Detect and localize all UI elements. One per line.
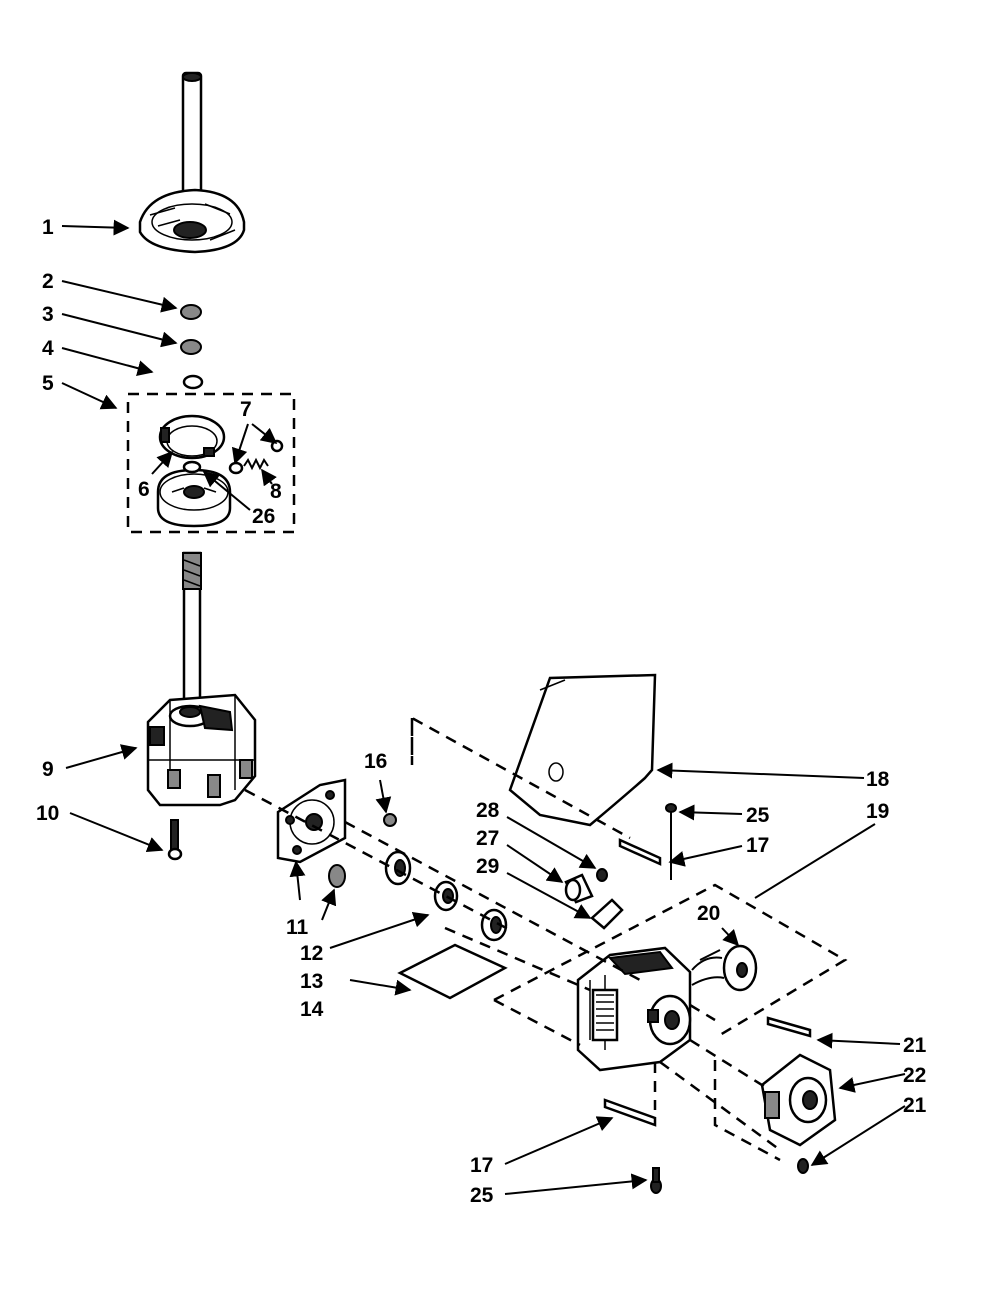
part-27-capacitor [564, 873, 594, 904]
part-25-screw-bottom [650, 1167, 662, 1194]
callout-20: 20 [697, 902, 720, 925]
motor [576, 946, 692, 1072]
callout-28: 28 [476, 799, 500, 822]
callout-13: 13 [300, 970, 323, 993]
part-14-pad [397, 943, 508, 1000]
callout-14: 14 [300, 998, 324, 1021]
part-3-ring [180, 339, 202, 355]
callout-9: 9 [42, 758, 54, 781]
part-8-spring [243, 457, 269, 471]
callout-4: 4 [42, 337, 54, 360]
callout-21-top: 21 [903, 1034, 927, 1057]
part-4-ring [182, 374, 204, 390]
part-5-kit-box [126, 392, 296, 534]
part-28-screw [596, 868, 608, 882]
part-16-nut [383, 813, 397, 827]
part-17-clip-top [618, 838, 662, 866]
callout-27: 27 [476, 827, 499, 850]
part-1-cam [138, 188, 246, 254]
part-9-gearcase [146, 693, 257, 807]
callout-21-bottom: 21 [903, 1094, 927, 1117]
part-17-clip-bottom [603, 1098, 657, 1127]
callout-26: 26 [252, 505, 275, 528]
part-22-pump [760, 1053, 837, 1147]
part-21-clip-bottom [797, 1158, 809, 1174]
part-2-washer [180, 304, 202, 320]
callout-numbers: 1 2 3 4 5 7 6 8 26 9 10 16 11 12 13 14 1… [36, 216, 927, 1207]
lower-shaft [182, 551, 202, 710]
callout-22: 22 [903, 1064, 926, 1087]
part-18-shield [508, 673, 657, 827]
callout-29: 29 [476, 855, 499, 878]
callout-17-top: 17 [746, 834, 769, 857]
callout-18: 18 [866, 768, 890, 791]
callout-5: 5 [42, 372, 54, 395]
part-29-bracket [590, 898, 624, 930]
part-20-switch [691, 944, 758, 992]
callout-10: 10 [36, 802, 59, 825]
callout-17-bottom: 17 [470, 1154, 493, 1177]
part-11-plate [276, 778, 347, 864]
callout-7: 7 [240, 398, 252, 421]
callout-8: 8 [270, 480, 282, 503]
part-13-coupler-a [384, 850, 412, 886]
part-10-screw [167, 819, 183, 861]
alignment-lines [244, 715, 848, 1162]
part-12-nut [328, 864, 346, 888]
part-25-screw-top [665, 803, 677, 880]
callout-6: 6 [138, 478, 150, 501]
callout-2: 2 [42, 270, 54, 293]
part-13-coupler-b [433, 880, 459, 912]
callout-25-bottom: 25 [470, 1184, 494, 1207]
part-6-band [158, 414, 226, 460]
callout-16: 16 [364, 750, 387, 773]
callout-3: 3 [42, 303, 54, 326]
part-21-clip-top [766, 1016, 812, 1038]
callout-12: 12 [300, 942, 323, 965]
callout-19: 19 [866, 800, 889, 823]
callout-25-top: 25 [746, 804, 770, 827]
callout-leaders [61, 219, 906, 1195]
callout-1: 1 [42, 216, 54, 239]
part-26-drum [156, 460, 232, 528]
callout-11: 11 [286, 916, 309, 939]
